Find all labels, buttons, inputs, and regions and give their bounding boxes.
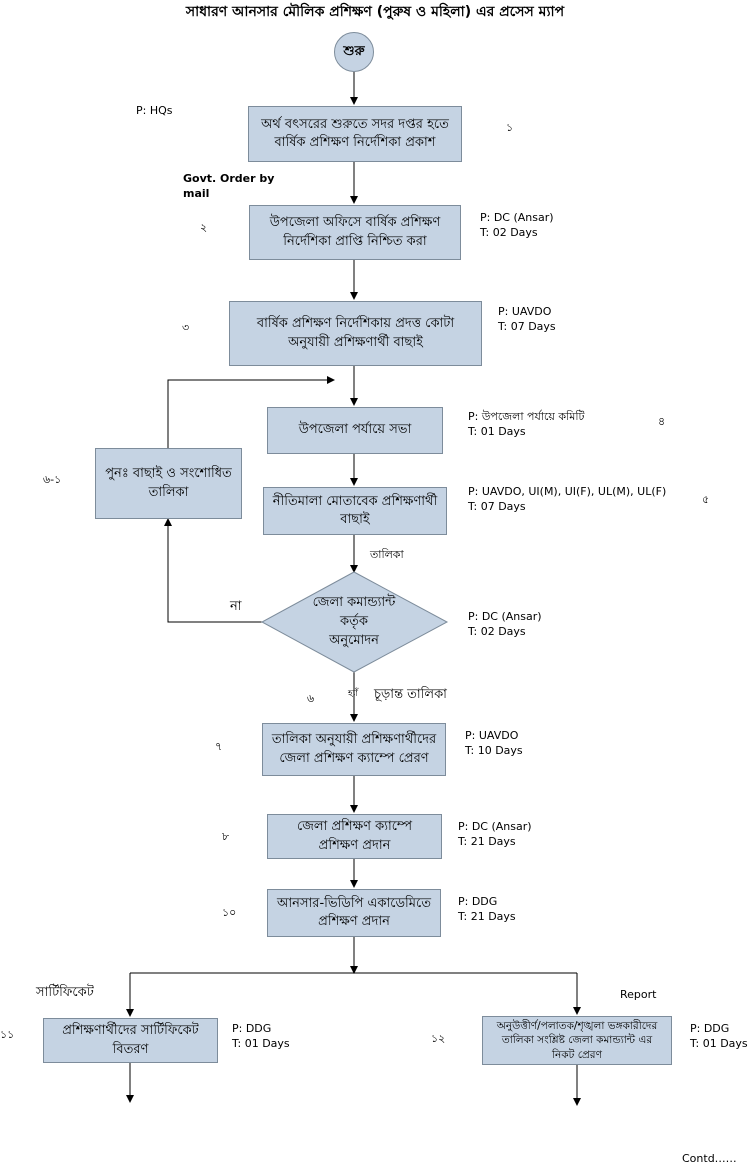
reselect-number: ৬-১ — [43, 473, 62, 486]
step-2-box: উপজেলা অফিসে বার্ষিক প্রশিক্ষণ নির্দেশিক… — [249, 205, 461, 260]
step-1-number: ১ — [506, 121, 514, 134]
govt-order-label: Govt. Order by mail — [183, 172, 275, 200]
step-8-box: জেলা প্রশিক্ষণ ক্যাম্পে প্রশিক্ষণ প্রদান — [267, 814, 442, 859]
final-list-label: চূড়ান্ত তালিকা — [374, 687, 447, 702]
step-3-box: বার্ষিক প্রশিক্ষণ নির্দেশিকায় প্রদত্ত ক… — [229, 301, 482, 366]
step-11-info: P: DDG T: 01 Days — [232, 1022, 290, 1050]
step-2-number: ২ — [200, 221, 208, 234]
arrow-no-to-reselect — [164, 518, 262, 623]
step-4-number: ৪ — [658, 415, 666, 428]
step-7-box: তালিকা অনুযায়ী প্রশিক্ষণার্থীদের জেলা প… — [262, 723, 446, 776]
step-1-info: P: HQs — [136, 104, 173, 117]
step-12-box: অনুউত্তীর্ণ/পলাতক/শৃঙ্খলা ভঙ্গকারীদের তা… — [482, 1016, 672, 1065]
arrow-reselect-to-step4 — [167, 376, 335, 448]
step-5-number: ৫ — [702, 493, 710, 506]
list-label: তালিকা — [370, 548, 404, 561]
start-node: শুরু — [334, 32, 374, 72]
step-7-number: ৭ — [215, 740, 223, 753]
step-12-info: P: DDG T: 01 Days — [690, 1022, 748, 1050]
footer-contd: Contd…… — [682, 1152, 737, 1165]
step-5-box: নীতিমালা মোতাবেক প্রশিক্ষণার্থী বাছাই — [263, 487, 447, 535]
step-7-info: P: UAVDO T: 10 Days — [465, 729, 523, 757]
step-4-box: উপজেলা পর্যায়ে সভা — [267, 407, 443, 454]
step-3-info: P: UAVDO T: 07 Days — [498, 305, 556, 333]
step-10-info: P: DDG T: 21 Days — [458, 895, 516, 923]
step-5-info: P: UAVDO, UI(M), UI(F), UL(M), UL(F) T: … — [468, 485, 667, 513]
step-11-box: প্রশিক্ষণার্থীদের সার্টিফিকেট বিতরণ — [43, 1018, 218, 1063]
step-4-info: P: উপজেলা পর্যায়ে কমিটি T: 01 Days — [468, 410, 585, 438]
decision-info: P: DC (Ansar) T: 02 Days — [468, 610, 542, 638]
decision-number: ৬ — [307, 692, 315, 705]
page-title: সাধারণ আনসার মৌলিক প্রশিক্ষণ (পুরুষ ও মহ… — [185, 4, 565, 20]
step-1-box: অর্থ বৎসরের শুরুতে সদর দপ্তর হতে বার্ষিক… — [248, 106, 462, 162]
decision-label: জেলা কমান্ড্যান্ট কর্তৃক অনুমোদন — [312, 595, 396, 648]
step-12-number: ১২ — [431, 1032, 446, 1045]
no-label: না — [230, 599, 242, 614]
step-2-info: P: DC (Ansar) T: 02 Days — [480, 211, 554, 239]
decision-diamond — [260, 571, 449, 673]
step-11-number: ১১ — [0, 1028, 15, 1041]
step-10-number: ১০ — [222, 906, 237, 919]
yes-label: হ্যাঁ — [348, 689, 358, 699]
step-3-number: ৩ — [182, 321, 190, 334]
step-10-box: আনসার-ভিডিপি একাডেমিতে প্রশিক্ষণ প্রদান — [267, 889, 441, 937]
step-8-number: ৮ — [222, 830, 230, 843]
reselect-box: পুনঃ বাছাই ও সংশোধিত তালিকা — [95, 448, 242, 519]
step-8-info: P: DC (Ansar) T: 21 Days — [458, 820, 532, 848]
report-label: Report — [620, 988, 657, 1001]
certificate-label: সার্টিফিকেট — [36, 985, 94, 1000]
